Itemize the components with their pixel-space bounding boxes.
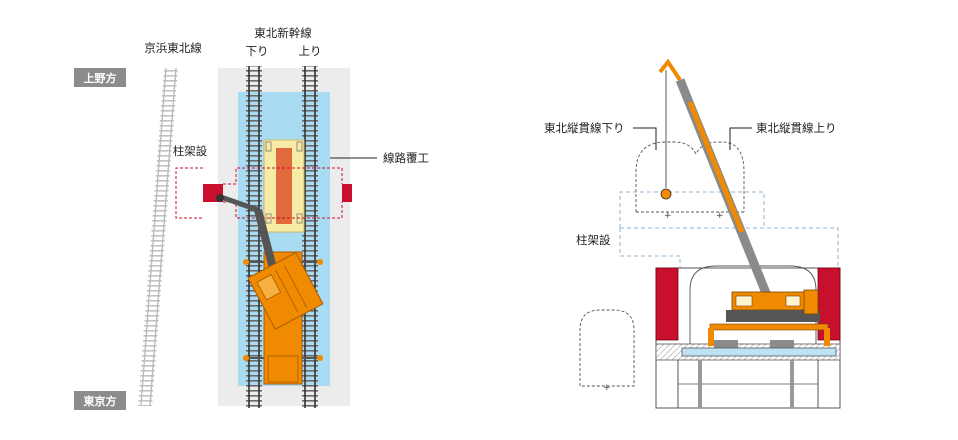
- pillar-right-section: [818, 268, 840, 340]
- pillar-outline: [175, 167, 203, 219]
- leader-through-line-down: [633, 127, 657, 150]
- label-tohoku-shinkansen: 東北新幹線: [254, 26, 312, 40]
- keihin-tohoku-track: [138, 67, 178, 407]
- label-pillar-erection-section: 柱架設: [576, 233, 611, 247]
- svg-text:+: +: [716, 211, 724, 221]
- shinkansen-up-track: [302, 66, 318, 408]
- badge-tokyo: [74, 391, 126, 410]
- badge-ueno: [74, 68, 126, 87]
- leader-through-line-up: [729, 127, 752, 150]
- pillar-left-section: [656, 268, 678, 340]
- shinkansen-down-track: [246, 66, 262, 408]
- label-through-line-up: 東北縦貫線上り: [756, 121, 837, 135]
- svg-text:+: +: [664, 211, 672, 221]
- label-down-track: 下り: [246, 44, 269, 58]
- tunnel-outline-lower: [579, 309, 635, 387]
- box-structure: [655, 267, 841, 409]
- pillar-cap-right: [342, 184, 352, 202]
- label-through-line-down: 東北縦貫線下り: [544, 121, 625, 135]
- label-keihin-tohoku: 京浜東北線: [144, 41, 202, 55]
- pillar-column-plan: [276, 148, 292, 224]
- label-track-cover: 線路覆工: [383, 151, 429, 165]
- plan-view: 上野方 東京方 京浜東北線 東北新幹線 下り 上り 柱架設 線路覆工: [74, 26, 429, 410]
- section-view: + + +: [544, 58, 841, 409]
- direction-tokyo: 東京方: [84, 394, 117, 408]
- label-pillar-erection: 柱架設: [173, 144, 208, 158]
- crane-section: [658, 58, 837, 357]
- crane-hook: [660, 188, 672, 200]
- crane-plan: [216, 193, 324, 385]
- label-up-track: 上り: [299, 44, 322, 58]
- direction-ueno: 上野方: [84, 71, 117, 85]
- svg-text:+: +: [603, 383, 611, 393]
- tunnel-outline-down: [635, 141, 745, 212]
